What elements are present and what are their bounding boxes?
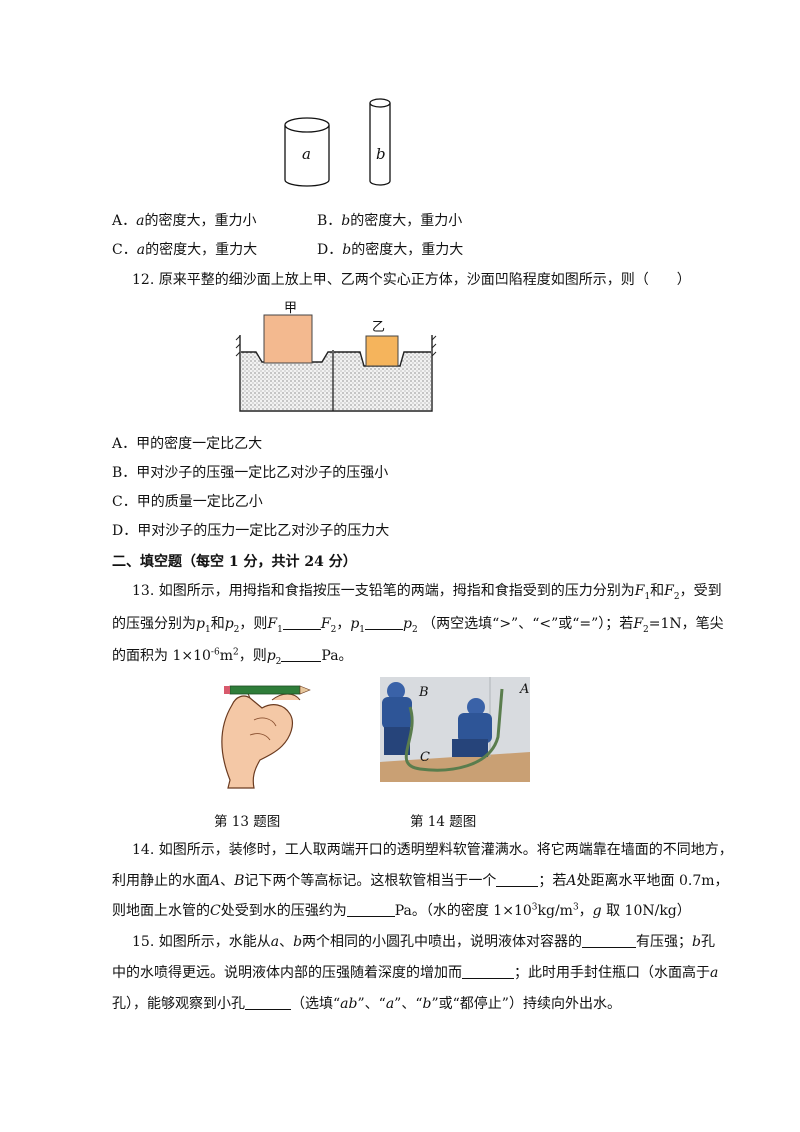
q15-blank-1[interactable] bbox=[582, 933, 637, 948]
q11-option-a[interactable]: A．a的密度大，重力小 bbox=[112, 213, 257, 229]
caption-14: 第 14 题图 bbox=[410, 814, 477, 830]
q15-line-3: 孔），能够观察到小孔（选填“ab”、“a”、“b”或“都停止”）持续向外出水。 bbox=[112, 995, 621, 1012]
q15-blank-3[interactable] bbox=[245, 995, 291, 1010]
q12-option-c[interactable]: C．甲的质量一定比乙小 bbox=[112, 494, 263, 510]
q11-option-c[interactable]: C．a的密度大，重力大 bbox=[112, 242, 258, 258]
q14-line-2: 利用静止的水面A、B记下两个等高标记。这根软管相当于一个；若A处距离水平地面 0… bbox=[112, 872, 729, 889]
q12-stem: 12. 原来平整的细沙面上放上甲、乙两个实心正方体，沙面凹陷程度如图所示，则（ … bbox=[132, 272, 691, 288]
fig14-label-b: B bbox=[419, 685, 429, 700]
cylinder-b-label: b bbox=[376, 145, 386, 163]
workers-hose-figure bbox=[380, 677, 530, 782]
q14-blank-2[interactable] bbox=[346, 902, 395, 917]
q12-option-a[interactable]: A．甲的密度一定比乙大 bbox=[112, 436, 263, 452]
fig14-label-a: A bbox=[520, 682, 530, 697]
q15-line-1: 15. 如图所示，水能从a、b两个相同的小圆孔中喷出，说明液体对容器的有压强；b… bbox=[132, 933, 716, 950]
cylinder-a-label: a bbox=[302, 145, 311, 163]
fig14-label-c: C bbox=[420, 750, 430, 765]
q13-blank-3[interactable] bbox=[281, 647, 322, 662]
q15-blank-2[interactable] bbox=[462, 964, 514, 979]
label-yi: 乙 bbox=[372, 320, 386, 335]
hand-pencil-figure bbox=[221, 685, 311, 789]
q13-line-1: 13. 如图所示，用拇指和食指按压一支铅笔的两端，拇指和食指受到的压力分别为F1… bbox=[132, 583, 722, 602]
label-jia: 甲 bbox=[284, 301, 298, 316]
q14-blank-1[interactable] bbox=[496, 872, 539, 887]
sand-box-figure bbox=[235, 314, 437, 412]
q14-line-1: 14. 如图所示，装修时，工人取两端开口的透明塑料软管灌满水。将它两端靠在墙面的… bbox=[132, 842, 733, 858]
q13-blank-1[interactable] bbox=[282, 615, 321, 630]
q11-option-d[interactable]: D．b的密度大，重力大 bbox=[317, 242, 464, 258]
q12-option-b[interactable]: B．甲对沙子的压强一定比乙对沙子的压强小 bbox=[112, 465, 389, 481]
q13-blank-2[interactable] bbox=[365, 615, 404, 630]
section-heading: 二、填空题（每空 1 分，共计 24 分） bbox=[112, 554, 357, 570]
caption-13: 第 13 题图 bbox=[214, 814, 281, 830]
cylinder-figure bbox=[284, 98, 391, 187]
q11-option-b[interactable]: B．b的密度大，重力小 bbox=[317, 213, 463, 229]
q12-option-d[interactable]: D．甲对沙子的压力一定比乙对沙子的压力大 bbox=[112, 523, 390, 539]
q15-line-2: 中的水喷得更远。说明液体内部的压强随着深度的增加而；此时用手封住瓶口（水面高于a bbox=[112, 964, 719, 981]
